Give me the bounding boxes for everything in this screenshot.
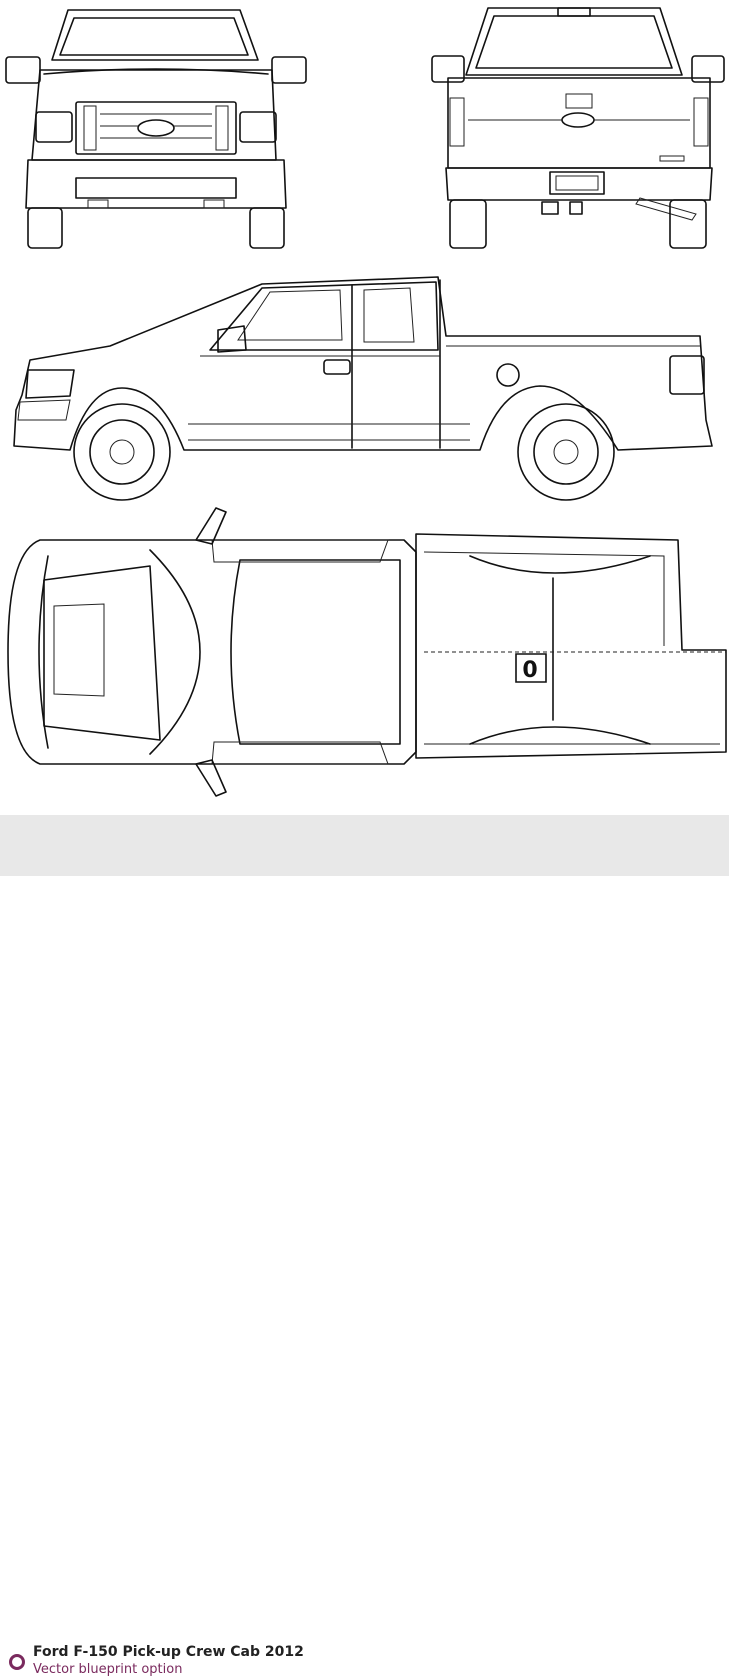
caption-subtitle[interactable]: Vector blueprint option <box>33 1662 183 1677</box>
truck-blueprint: 0 <box>0 0 729 815</box>
caption-bar: Ford F-150 Pick-up Crew Cab 2012 Vector … <box>0 815 729 1677</box>
bed-marker-label: 0 <box>522 658 537 683</box>
circle-bullet-icon <box>9 1654 25 1670</box>
caption-title: Ford F-150 Pick-up Crew Cab 2012 <box>33 1644 304 1660</box>
top-view: 0 <box>8 508 726 796</box>
rear-view <box>432 8 724 248</box>
front-view <box>6 10 306 248</box>
side-view <box>14 277 712 500</box>
